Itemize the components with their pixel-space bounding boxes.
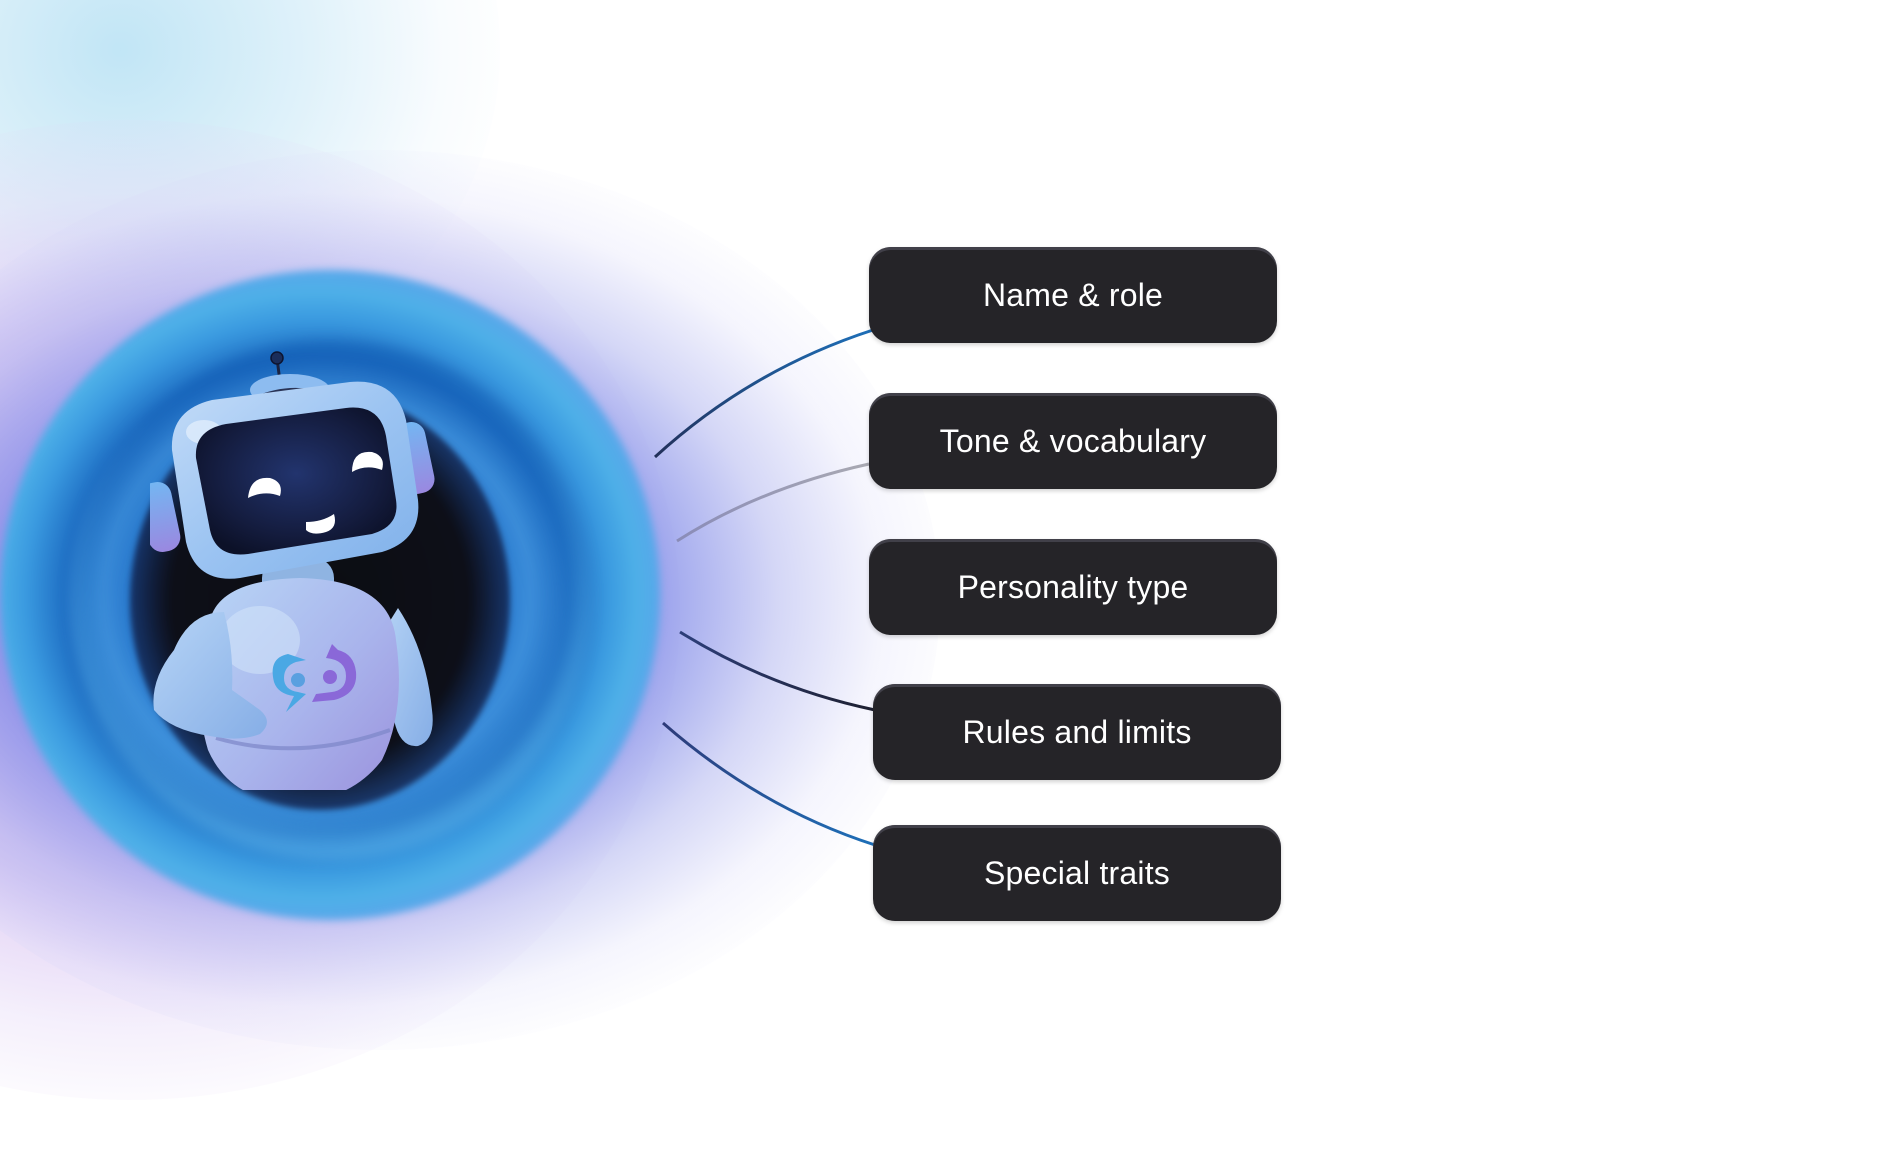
- trait-box-rules-limits[interactable]: Rules and limits: [873, 684, 1281, 780]
- trait-box-tone-vocabulary[interactable]: Tone & vocabulary: [869, 393, 1277, 489]
- trait-label: Tone & vocabulary: [939, 422, 1207, 459]
- robot-icon: [150, 350, 470, 790]
- trait-label: Name & role: [982, 276, 1164, 313]
- trait-box-special-traits[interactable]: Special traits: [873, 825, 1281, 921]
- trait-label: Special traits: [984, 854, 1170, 891]
- trait-box-name-role[interactable]: Name & role: [869, 247, 1277, 343]
- trait-label: Personality type: [957, 568, 1189, 605]
- trait-label: Rules and limits: [962, 713, 1192, 750]
- trait-box-personality-type[interactable]: Personality type: [869, 539, 1277, 635]
